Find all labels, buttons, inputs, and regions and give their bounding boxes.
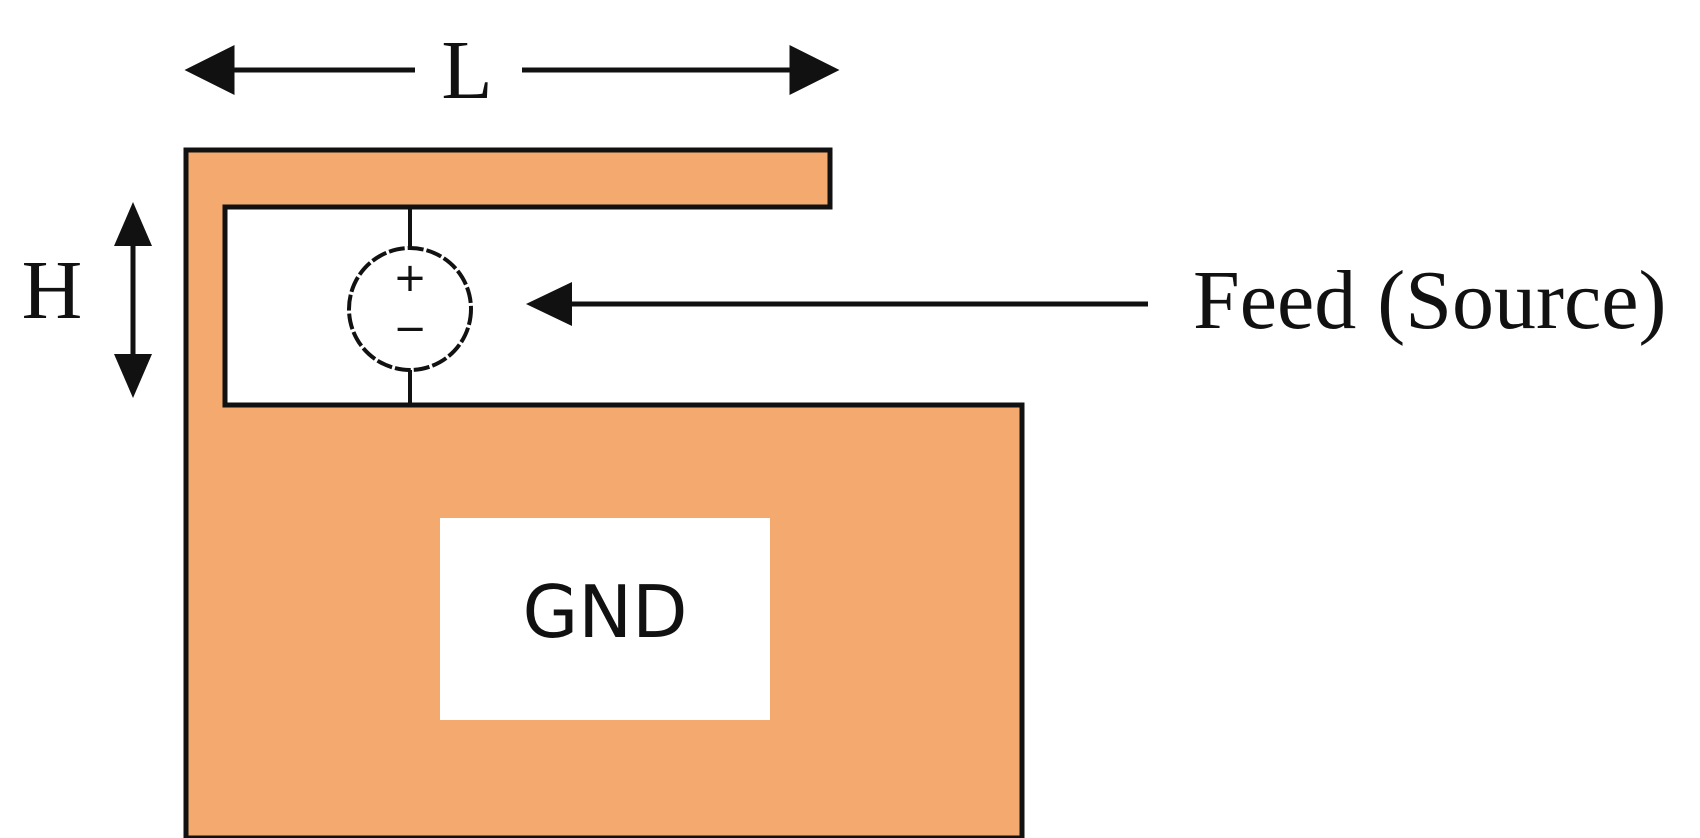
height-arrow-head-bottom xyxy=(114,354,152,398)
feed-label: Feed (Source) xyxy=(1193,254,1666,347)
source-minus-sign: − xyxy=(393,306,427,352)
source-plus-sign: + xyxy=(393,255,427,301)
feed-pointer-arrow-head xyxy=(526,282,572,326)
length-label: L xyxy=(441,24,492,117)
gnd-box xyxy=(440,518,770,720)
height-label: H xyxy=(22,244,83,337)
gnd-label: GND xyxy=(522,570,687,654)
voltage-source-icon: + − xyxy=(347,246,473,372)
antenna-copper-shape xyxy=(183,147,1025,838)
height-arrow-head-top xyxy=(114,202,152,246)
